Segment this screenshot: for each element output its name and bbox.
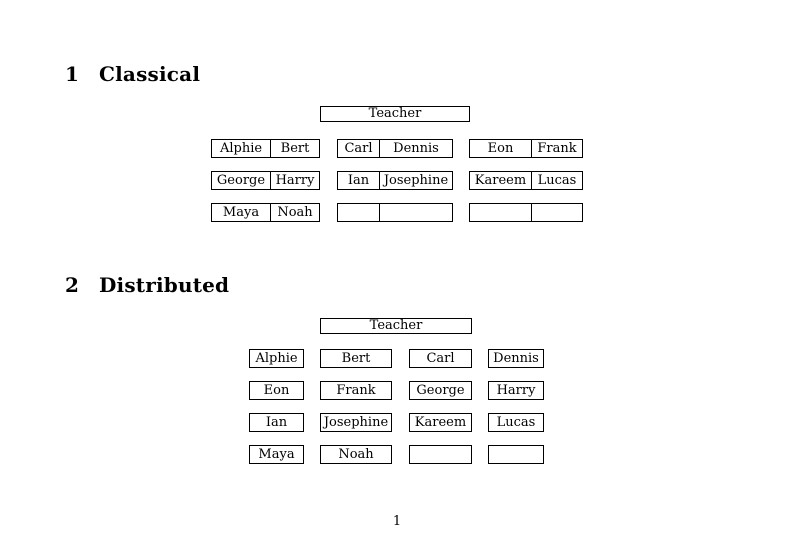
desk-cell: Harry bbox=[275, 173, 315, 188]
desk-pair-box: Eon Frank bbox=[469, 139, 583, 158]
desk-box: Noah bbox=[320, 445, 392, 464]
desk-pair-box-empty bbox=[469, 203, 583, 222]
desk-pair-box: Alphie Bert bbox=[211, 139, 320, 158]
desk-box: Ian bbox=[249, 413, 304, 432]
desk-cell: Noah bbox=[277, 205, 313, 220]
desk-pair-box: Maya Noah bbox=[211, 203, 320, 222]
page-number: 1 bbox=[392, 514, 402, 529]
desk-cell: Eon bbox=[470, 140, 532, 157]
section-number: 2 bbox=[65, 273, 80, 297]
desk-box: George bbox=[409, 381, 472, 400]
desk-pair-box-empty bbox=[337, 203, 453, 222]
desk-cell: Alphie bbox=[212, 140, 271, 157]
desk-cell bbox=[532, 204, 582, 221]
desk-box: Maya bbox=[249, 445, 304, 464]
desk-box: Harry bbox=[488, 381, 544, 400]
desk-cell: Ian bbox=[338, 172, 380, 189]
desk-cell: Carl bbox=[338, 140, 380, 157]
desk-cell: Bert bbox=[280, 141, 310, 156]
section-number: 1 bbox=[65, 62, 80, 86]
desk-cell: Maya bbox=[212, 204, 271, 221]
section-heading-classical: 1 Classical bbox=[65, 62, 200, 86]
desk-cell: Kareem bbox=[470, 172, 532, 189]
desk-box: Kareem bbox=[409, 413, 472, 432]
desk-cell bbox=[470, 204, 532, 221]
desk-pair-box: Kareem Lucas bbox=[469, 171, 583, 190]
desk-box: Eon bbox=[249, 381, 304, 400]
desk-cell: Frank bbox=[537, 141, 577, 156]
desk-pair-box: Ian Josephine bbox=[337, 171, 453, 190]
desk-cell: Josephine bbox=[383, 173, 449, 188]
desk-cell bbox=[338, 204, 380, 221]
section-title: Distributed bbox=[99, 273, 230, 297]
section-heading-distributed: 2 Distributed bbox=[65, 273, 229, 297]
desk-cell bbox=[380, 204, 452, 221]
desk-box: Frank bbox=[320, 381, 392, 400]
desk-box: Carl bbox=[409, 349, 472, 368]
teacher-box: Teacher bbox=[320, 106, 470, 122]
desk-pair-box: Carl Dennis bbox=[337, 139, 453, 158]
desk-cell: Dennis bbox=[393, 141, 439, 156]
desk-box: Lucas bbox=[488, 413, 544, 432]
desk-box: Alphie bbox=[249, 349, 304, 368]
desk-box: Bert bbox=[320, 349, 392, 368]
desk-cell: George bbox=[212, 172, 271, 189]
desk-box-empty bbox=[409, 445, 472, 464]
desk-box: Dennis bbox=[488, 349, 544, 368]
desk-cell: Lucas bbox=[537, 173, 577, 188]
desk-box: Josephine bbox=[320, 413, 392, 432]
section-title: Classical bbox=[99, 62, 201, 86]
desk-pair-box: George Harry bbox=[211, 171, 320, 190]
desk-box-empty bbox=[488, 445, 544, 464]
teacher-box: Teacher bbox=[320, 318, 472, 334]
